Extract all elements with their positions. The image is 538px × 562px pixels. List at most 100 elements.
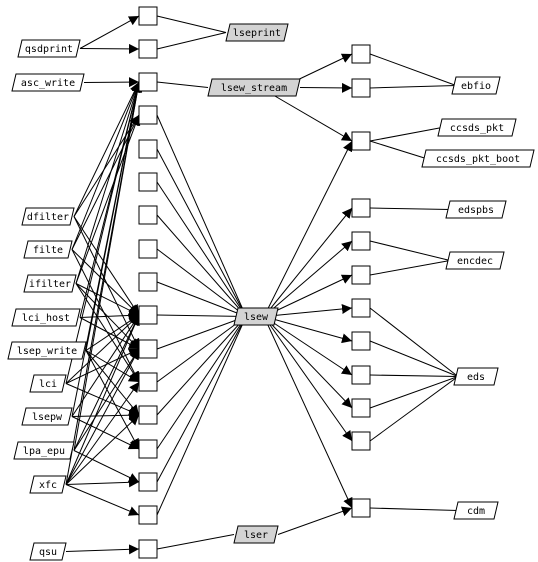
junction-box-left: [138, 139, 158, 159]
edge-box-to-lser: [156, 534, 235, 550]
node-cdm[interactable]: cdm: [453, 501, 499, 520]
edge-box-to-lsew: [156, 281, 247, 317]
junction-box-right: [351, 44, 371, 64]
node-shape: [437, 118, 517, 137]
node-lci[interactable]: lci: [29, 374, 67, 393]
junction-box-left: [138, 372, 158, 392]
node-shape: [451, 76, 501, 95]
node-shape: [233, 525, 279, 544]
edge-lsew-to-box: [263, 207, 353, 317]
edge-box-to-lsew: [156, 248, 247, 317]
node-shape: [13, 441, 75, 460]
edge-lsew-to-box: [263, 303, 353, 317]
node-shape: [11, 73, 85, 92]
node-eds[interactable]: eds: [453, 367, 499, 386]
node-lseprint[interactable]: lseprint: [225, 23, 289, 42]
edge-box-to-eds: [369, 374, 459, 377]
edge-lsew-to-box: [263, 316, 353, 344]
node-shape: [225, 23, 289, 42]
node-label: ifilter: [29, 279, 71, 290]
node-edspbs[interactable]: edspbs: [445, 200, 507, 219]
edge-box-to-lsew: [156, 316, 247, 516]
edges: [65, 15, 459, 555]
node-shape: [445, 251, 505, 270]
edge-lci_host-to-box: [79, 310, 140, 321]
junction-box-right: [351, 231, 371, 251]
junction-box-left: [138, 105, 158, 125]
node-lpa-epu[interactable]: lpa_epu: [13, 441, 75, 460]
edge-box-to-lsew: [156, 316, 247, 383]
edge-box-to-lsew: [156, 314, 247, 317]
edge-box-to-eds: [369, 376, 459, 442]
edge-xfc-to-box: [65, 381, 140, 485]
node-qsu[interactable]: qsu: [29, 542, 67, 561]
node-ccsds-pkt-boot[interactable]: ccsds_pkt_boot: [421, 149, 535, 168]
node-label: lseprint: [233, 28, 281, 39]
edge-box-to-lsew: [156, 181, 247, 317]
junction-box-left: [138, 539, 158, 559]
edge-lsepw-to-box: [71, 410, 140, 421]
node-label: ccsds_pkt_boot: [436, 154, 520, 165]
junction-box-left: [138, 72, 158, 92]
node-filte[interactable]: filte: [23, 240, 73, 259]
junction-box-left: [138, 339, 158, 359]
edge-lsew-to-box: [263, 316, 353, 376]
edge-asc_write-to-box: [83, 77, 140, 88]
junction-box-right: [351, 498, 371, 518]
node-lci-host[interactable]: lci_host: [11, 308, 81, 327]
node-qsdprint[interactable]: qsdprint: [17, 39, 81, 58]
node-label: xfc: [39, 480, 57, 491]
edge-box-to-eds: [369, 307, 459, 377]
node-label: cdm: [467, 506, 485, 517]
node-label: eds: [467, 372, 485, 383]
edge-box-to-lsew: [156, 316, 247, 416]
node-lsepw[interactable]: lsepw: [21, 407, 73, 426]
edge-ifilter-to-box: [75, 81, 141, 284]
edge-dfilter-to-box: [73, 114, 140, 217]
edge-lpa_epu-to-box: [73, 348, 140, 451]
node-encdec[interactable]: encdec: [445, 251, 505, 270]
edge-lsep_write-to-box: [85, 350, 140, 383]
junction-box-left: [138, 305, 158, 325]
node-shape: [7, 341, 87, 360]
node-label: lser: [244, 530, 268, 541]
edge-lsew-to-box: [263, 316, 353, 409]
edge-box-to-lsew: [156, 316, 247, 350]
edge-xfc-to-box: [65, 81, 143, 485]
junction-boxes: [138, 6, 371, 559]
edge-box-to-lseprint: [156, 15, 227, 33]
edge-xfc-to-box: [65, 484, 140, 516]
edge-lsew-to-box: [263, 140, 353, 317]
node-shape: [207, 78, 301, 97]
node-label: lci: [39, 379, 57, 390]
edge-lsep_write-to-box: [85, 350, 140, 450]
node-shape: [21, 207, 75, 226]
node-label: dfilter: [27, 212, 69, 223]
edge-lsep_write-to-box: [85, 350, 140, 416]
node-dfilter[interactable]: dfilter: [21, 207, 75, 226]
node-xfc[interactable]: xfc: [29, 475, 67, 494]
edge-lci-to-box: [65, 314, 140, 384]
edge-xfc-to-box: [65, 314, 140, 485]
edge-box-to-encdec: [369, 240, 451, 261]
node-label: lci_host: [22, 313, 70, 324]
edge-box-to-ebfio: [369, 85, 457, 89]
edge-box-to-eds: [369, 340, 459, 377]
node-asc-write[interactable]: asc_write: [11, 73, 85, 92]
node-ebfio[interactable]: ebfio: [451, 76, 501, 95]
junction-box-left: [138, 205, 158, 225]
node-lsew-stream[interactable]: lsew_stream: [207, 78, 301, 97]
edge-box-to-lsew: [156, 114, 247, 317]
edge-box-to-ccsds_pkt: [369, 127, 443, 142]
node-shape: [233, 307, 279, 326]
node-lser[interactable]: lser: [233, 525, 279, 544]
node-ccsds-pkt[interactable]: ccsds_pkt: [437, 118, 517, 137]
node-shape: [21, 407, 73, 426]
node-ifilter[interactable]: ifilter: [23, 274, 77, 293]
node-lsep-write[interactable]: lsep_write: [7, 341, 87, 360]
junction-box-left: [138, 172, 158, 192]
node-lsew[interactable]: lsew: [233, 307, 279, 326]
junction-box-left: [138, 39, 158, 59]
junction-box-left: [138, 6, 158, 26]
node-label: lsew_stream: [221, 83, 287, 94]
